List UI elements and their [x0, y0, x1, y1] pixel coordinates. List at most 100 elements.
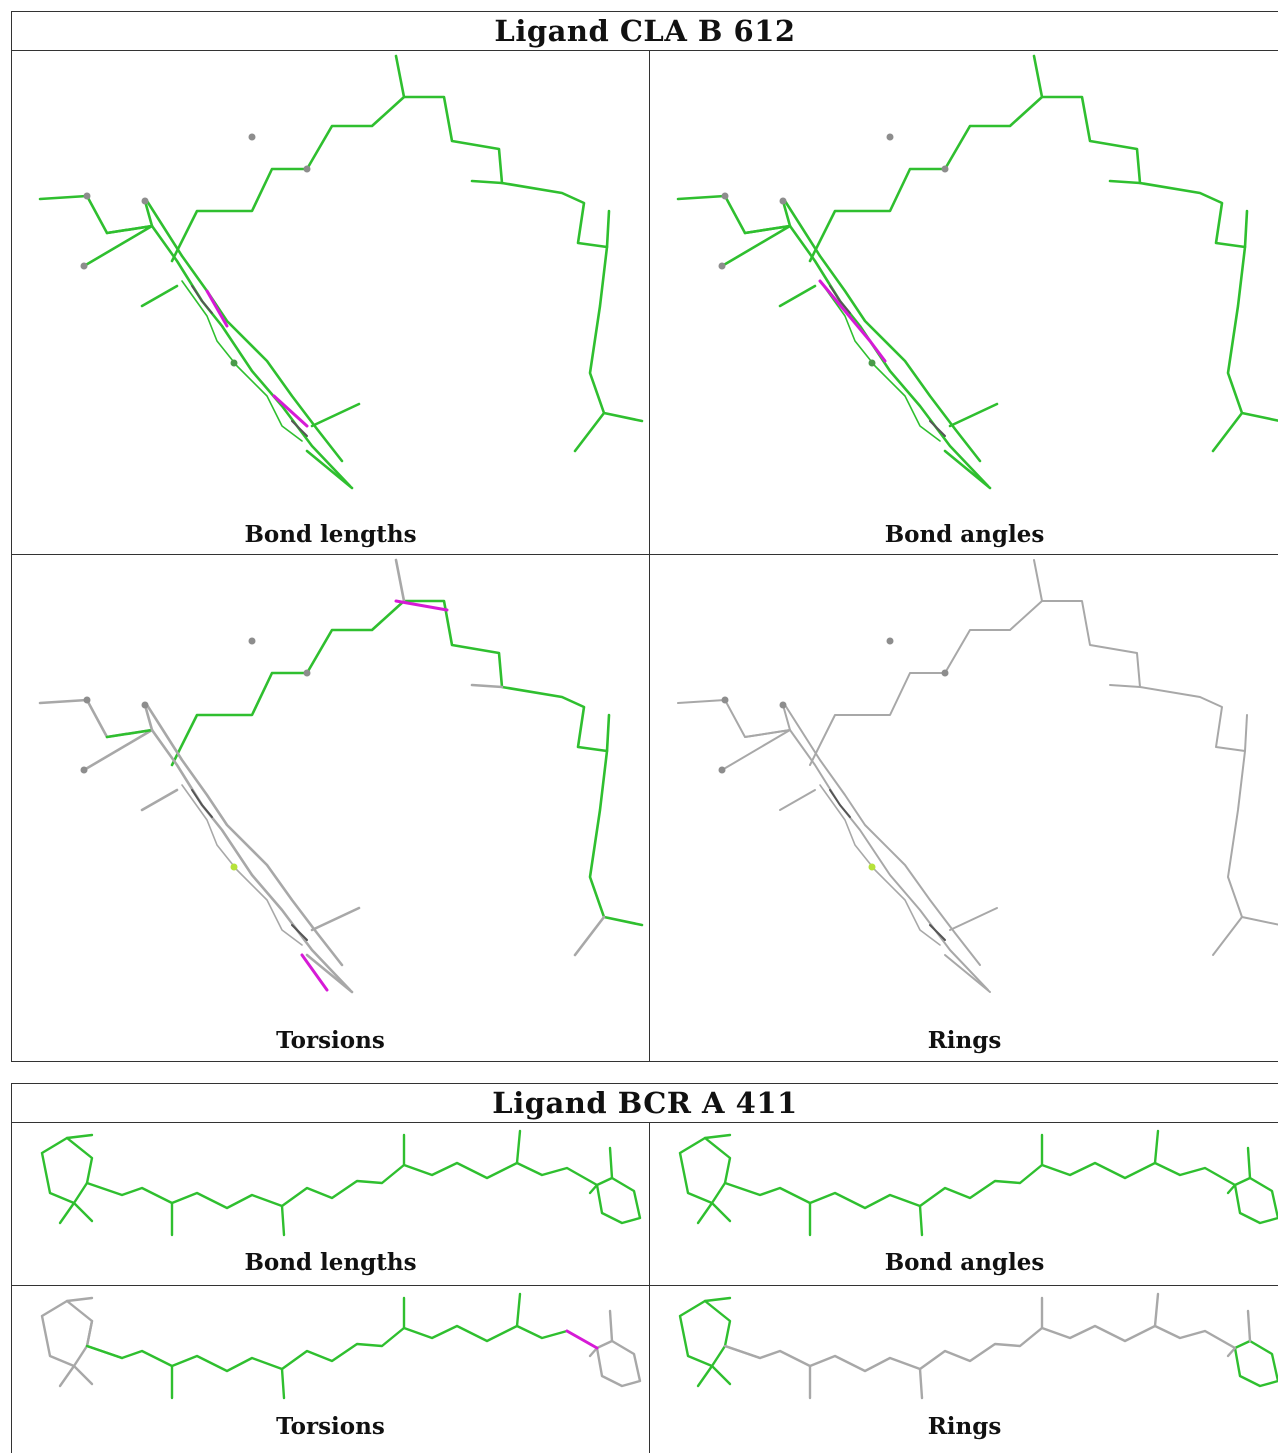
divider — [12, 1285, 1278, 1286]
bond-segment — [723, 1161, 1237, 1210]
atom — [141, 197, 149, 205]
bond-segment — [300, 953, 329, 992]
bond-segment — [85, 1319, 94, 1348]
bond-segment — [948, 402, 999, 428]
bond-segment — [40, 1136, 94, 1205]
bond-segment — [305, 449, 354, 490]
bond-segment — [85, 1344, 124, 1360]
bond-segment — [789, 729, 989, 991]
bond-segment — [65, 1296, 94, 1303]
bond-segment — [918, 1367, 924, 1400]
bond-segment — [1233, 1339, 1278, 1388]
panel-title: Ligand BCR A 411 — [12, 1084, 1278, 1123]
cell-caption: Bond lengths — [244, 521, 417, 548]
cell-caption: Rings — [927, 1413, 1002, 1440]
bond-segment — [809, 600, 1248, 766]
cla-torsions-cell: Torsions — [12, 555, 649, 1061]
bond-segment — [676, 194, 792, 268]
bond-segment — [394, 599, 449, 612]
bond-segment — [140, 284, 179, 308]
bcr-bond-lengths-structure — [40, 1129, 642, 1237]
atom — [83, 696, 91, 704]
metal-atom — [868, 863, 876, 871]
metal-atom — [868, 359, 876, 367]
bond-segment — [72, 1364, 94, 1386]
panel-title: Ligand CLA B 612 — [12, 12, 1278, 51]
bond-segment — [788, 224, 990, 488]
bond-segment — [588, 245, 644, 423]
bond-segment — [1233, 1176, 1278, 1225]
bond-segment — [1226, 245, 1278, 422]
bond-segment — [1032, 54, 1044, 99]
bond-segment — [1246, 1309, 1252, 1343]
bond-segment — [1226, 1346, 1237, 1358]
bond-segment — [929, 420, 946, 437]
bond-segment — [779, 789, 816, 811]
bond-segment — [1033, 559, 1043, 602]
cla-bond-angles-structure — [676, 54, 1278, 490]
bond-segment — [58, 1364, 76, 1388]
atom — [83, 192, 91, 200]
bond-segment — [696, 1201, 714, 1225]
bond-segment — [38, 194, 154, 268]
bond-segment — [677, 699, 791, 771]
atom — [721, 192, 729, 200]
atom — [779, 701, 787, 709]
bond-segment — [918, 1204, 924, 1237]
bond-segment — [723, 1344, 762, 1360]
cla-rings-structure — [677, 559, 1278, 993]
bond-segment — [105, 224, 154, 235]
bond-segment — [573, 915, 606, 957]
atom — [80, 262, 88, 270]
bond-segment — [944, 954, 991, 993]
bond-segment — [280, 1204, 286, 1237]
cla-bond-lengths-structure — [38, 54, 644, 490]
divider — [12, 554, 1278, 555]
cla-bond-lengths-cell: Bond lengths — [12, 51, 649, 554]
bond-segment — [170, 599, 611, 767]
cell-caption: Bond angles — [884, 1249, 1045, 1276]
bond-segment — [272, 394, 309, 428]
bcr-torsions-cell: Torsions — [12, 1286, 649, 1446]
bond-segment — [470, 179, 504, 185]
bond-segment — [703, 1296, 732, 1303]
bond-segment — [1153, 1129, 1160, 1165]
bond-segment — [1109, 684, 1141, 688]
cell-caption: Rings — [927, 1027, 1002, 1054]
bcr-bond-angles-structure — [678, 1129, 1278, 1237]
cell-caption: Bond lengths — [244, 1249, 417, 1276]
bcr-bond-angles-cell: Bond angles — [650, 1123, 1278, 1285]
cell-caption: Bond angles — [884, 521, 1045, 548]
bond-segment — [781, 199, 792, 228]
bcr-rings-structure — [678, 1292, 1278, 1400]
bond-segment — [829, 789, 851, 818]
bond-segment — [310, 402, 361, 428]
bcr-rings-cell: Rings — [650, 1286, 1278, 1446]
atom — [303, 165, 311, 173]
bond-segment — [782, 704, 791, 731]
bond-segment — [710, 1201, 732, 1223]
bond-segment — [744, 729, 791, 738]
bcr-bond-lengths-cell: Bond lengths — [12, 1123, 649, 1285]
bond-segment — [191, 789, 213, 818]
bond-segment — [470, 683, 504, 689]
bond-segment — [608, 1309, 614, 1343]
bcr-torsions-structure — [40, 1292, 642, 1400]
divider — [649, 1123, 650, 1453]
metal-atom — [230, 863, 238, 871]
bond-segment — [280, 1367, 286, 1400]
bond-segment — [143, 199, 154, 228]
bond-segment — [85, 1324, 569, 1373]
bond-segment — [1211, 411, 1244, 453]
ligand-panel-bcr: Ligand BCR A 411 Bond lengths Bond angle… — [11, 1083, 1278, 1453]
bond-segment — [65, 1133, 94, 1140]
cla-torsions-structure — [38, 558, 644, 994]
atom — [941, 165, 949, 173]
bond-segment — [710, 1364, 732, 1386]
bond-segment — [291, 420, 308, 437]
bond-segment — [140, 788, 179, 812]
bond-segment — [515, 1292, 522, 1328]
bond-segment — [150, 224, 352, 488]
bond-segment — [40, 1299, 94, 1368]
atom — [141, 701, 149, 709]
